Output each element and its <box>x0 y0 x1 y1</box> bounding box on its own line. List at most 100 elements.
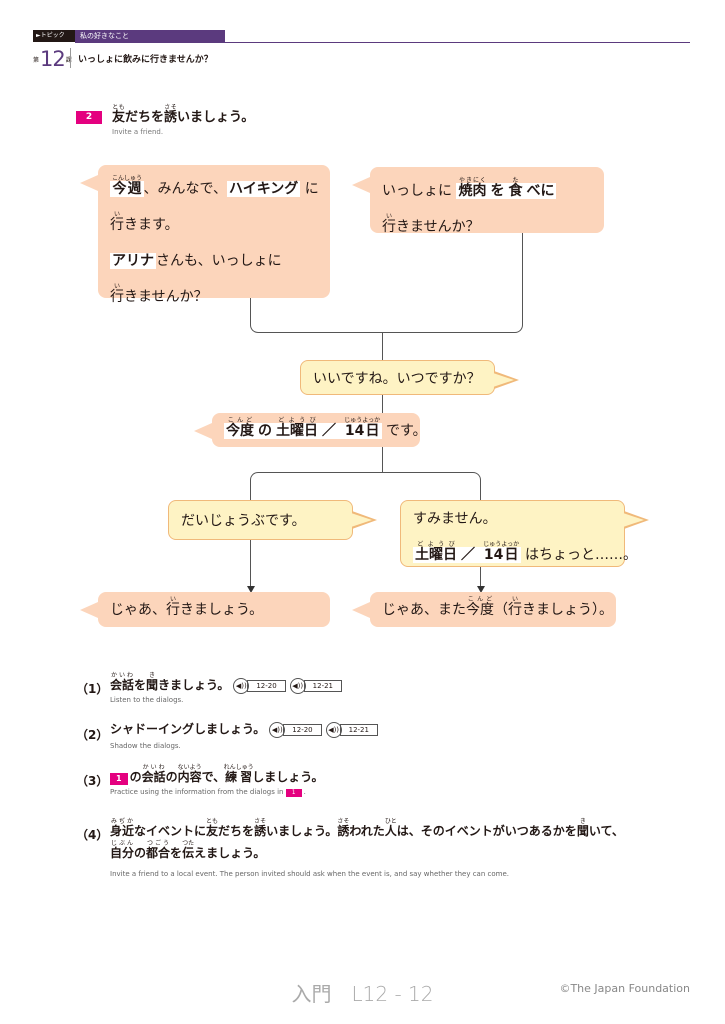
text-segment: べに <box>526 183 555 199</box>
ruby-word: 内容ないよう <box>178 764 202 784</box>
ruby-base: 自分 <box>110 846 135 860</box>
ruby-word: 行い <box>166 596 180 618</box>
ruby-word: 都合つごう <box>146 840 171 860</box>
furigana: い <box>508 596 522 603</box>
ruby-word: 自分じぶん <box>110 840 135 860</box>
connector-line <box>522 233 523 325</box>
topic-tag: ►トピック <box>33 30 75 42</box>
exercise-number: （3） <box>76 774 109 788</box>
topic-title: 私の好きなこと <box>75 30 225 42</box>
lesson-divider <box>70 48 71 68</box>
highlighted-word: を <box>488 183 507 199</box>
audio-track-button[interactable]: ◀))12-20 <box>233 677 286 694</box>
furigana: どようび <box>276 417 318 424</box>
ruby-base: 土曜日 <box>415 547 457 563</box>
ruby-base: 今週 <box>112 181 143 197</box>
exercise-instruction: 身近みぢかなイベントに友ともだちを誘さそいましょう。誘さそわれた人ひとは、そのイ… <box>110 818 624 864</box>
exercise-instruction: 会話かいわを聞ききましょう。◀))12-20◀))12-21 <box>110 672 343 696</box>
text-segment: なイベントに <box>134 824 207 838</box>
arrow-down-icon <box>477 586 485 593</box>
text-segment: の <box>258 423 272 439</box>
ruby-base: 友 <box>112 110 126 125</box>
highlighted-word: 14日じゅうよっか <box>342 417 382 439</box>
speech-bubble-ok: だいじょうぶです。 <box>168 500 377 540</box>
ruby-base: 誘 <box>254 824 267 838</box>
furigana: かいわ <box>110 672 135 679</box>
text-segment: いて、 <box>588 824 624 838</box>
furigana: じぶん <box>110 840 135 847</box>
arrow-down-icon <box>247 586 255 593</box>
highlighted-word: アリナ <box>110 253 156 269</box>
ruby-base: 14日 <box>344 423 381 439</box>
bubble-line: 今週こんしゅう、みんなで、ハイキング に <box>110 171 319 207</box>
bubble-line: すみません。 <box>413 501 612 537</box>
text-segment: きませんか？ <box>124 289 208 305</box>
furigana: た <box>508 177 523 184</box>
text-segment: に <box>300 181 319 197</box>
furigana: こんど <box>226 417 254 424</box>
connector-line <box>258 472 472 473</box>
bubble-line: 行いきます。 <box>110 207 318 243</box>
bubble-tail <box>493 371 519 389</box>
ruby-base: 行 <box>508 602 522 618</box>
furigana: さそ <box>164 104 178 111</box>
speaker-icon: ◀)) <box>325 721 342 738</box>
text-segment: さんも、いっしょに <box>156 253 282 269</box>
ruby-base: 行 <box>382 219 396 235</box>
ruby-base: 友 <box>206 824 219 838</box>
speech-bubble-invite-hiking: 今週こんしゅう、みんなで、ハイキング に行いきます。アリナさんも、いっしょに行い… <box>80 165 330 305</box>
furigana: つた <box>182 840 195 847</box>
text-segment: われた <box>349 824 385 838</box>
furigana: こんど <box>466 596 494 603</box>
ruby-word: 聞き <box>146 672 159 692</box>
english-text: Shadow the dialogs. <box>110 742 181 750</box>
ruby-base: 聞 <box>576 824 589 838</box>
audio-track-button[interactable]: ◀))12-21 <box>289 677 343 694</box>
audio-track-button[interactable]: ◀))12-20 <box>269 721 322 738</box>
furigana: い <box>110 283 124 290</box>
furigana: い <box>110 211 124 218</box>
furigana: どようび <box>415 541 457 548</box>
speech-bubble-when: いいですね。いつですか？ <box>300 360 519 395</box>
furigana: き <box>576 818 589 825</box>
text-segment: ハイキング <box>228 181 299 197</box>
ruby-word: 誘さそ <box>254 818 267 838</box>
ruby-word: 伝つた <box>182 840 194 860</box>
text-segment: きましょう。 <box>180 602 264 618</box>
exercise-english: Practice using the information from the … <box>110 788 306 797</box>
ruby-base: 練習 <box>223 770 254 784</box>
exercise-english: Shadow the dialogs. <box>110 742 181 750</box>
furigana: さそ <box>337 818 350 825</box>
audio-track-label: 12-21 <box>303 679 343 692</box>
ruby-base: 身近 <box>110 824 135 838</box>
text-segment: いいですね。いつですか？ <box>313 371 481 387</box>
ruby-base: 14日 <box>483 547 520 563</box>
text-segment: いっしょに <box>382 183 457 199</box>
text-segment: アリナ <box>112 253 154 269</box>
text-segment: ／ <box>461 547 480 563</box>
text-segment: だちを <box>218 824 255 838</box>
audio-track-button[interactable]: ◀))12-21 <box>325 721 378 738</box>
bubble-line: だいじょうぶです。 <box>181 503 340 539</box>
ruby-word: 友とも <box>206 818 219 838</box>
english-text: Practice using the information from the … <box>110 788 284 796</box>
ruby-word: 今週こんしゅう <box>112 175 143 197</box>
header-divider <box>75 42 690 43</box>
ruby-word: 食た <box>508 177 522 199</box>
ruby-base: 聞 <box>146 678 159 692</box>
text-segment: きましょう。 <box>158 678 230 692</box>
furigana: れんしゅう <box>223 764 254 771</box>
copyright: ©The Japan Foundation <box>559 982 690 995</box>
bubble-line: じゃあ、また今度こんど（行いきましょう）。 <box>382 592 613 628</box>
ruby-word: 今度こんど <box>226 417 254 439</box>
bubble-tail <box>623 511 649 529</box>
highlighted-word: 焼肉やきにく <box>456 177 489 199</box>
bubble-tail <box>194 423 212 439</box>
furigana: ひと <box>384 818 397 825</box>
text-segment: きます。 <box>124 217 179 233</box>
bubble-line: いっしょに 焼肉やきにくを食たべに <box>382 173 592 209</box>
text-segment: の <box>129 770 142 784</box>
audio-track-label: 12-21 <box>339 723 378 736</box>
ruby-base: 都合 <box>146 846 171 860</box>
